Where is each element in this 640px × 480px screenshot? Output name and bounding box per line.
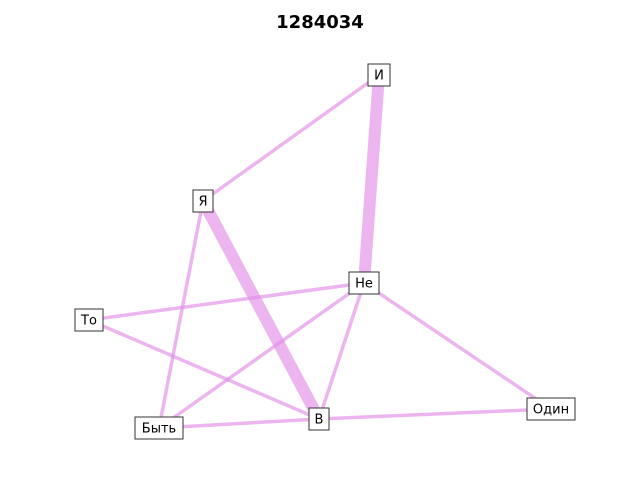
node-Ya: Я <box>192 189 214 213</box>
node-box <box>367 63 391 87</box>
node-label: Я <box>198 195 207 210</box>
edge-Ne-To <box>88 281 365 322</box>
node-label: Быть <box>142 422 176 437</box>
edge-Ne-V <box>317 282 366 420</box>
edge-Byt-V <box>158 417 320 430</box>
node-box <box>526 397 576 421</box>
node-label: И <box>374 69 384 84</box>
edge-Ya-V <box>197 198 325 422</box>
node-To: То <box>74 308 104 332</box>
node-V: В <box>308 407 330 431</box>
node-label: Один <box>533 403 569 418</box>
edge-V-Odin <box>318 407 552 421</box>
node-box <box>134 416 184 440</box>
node-Ne: Не <box>348 271 380 295</box>
edge-layer <box>88 73 552 430</box>
node-box <box>348 271 380 295</box>
node-label: Не <box>355 277 373 292</box>
edge-Ne-Odin <box>363 281 552 411</box>
node-label: То <box>80 314 97 329</box>
graph-title: 1284034 <box>276 12 364 33</box>
node-box <box>192 189 214 213</box>
node-box <box>74 308 104 332</box>
node-Byt: Быть <box>134 416 184 440</box>
node-Odin: Один <box>526 397 576 421</box>
node-label: В <box>315 413 324 428</box>
edge-I-Ya <box>201 73 381 203</box>
node-box <box>308 407 330 431</box>
edge-Ya-Byt <box>157 200 205 429</box>
edge-To-V <box>88 318 320 421</box>
edge-I-Ne <box>358 74 385 284</box>
node-I: И <box>367 63 391 87</box>
edge-Ne-Byt <box>157 281 366 430</box>
